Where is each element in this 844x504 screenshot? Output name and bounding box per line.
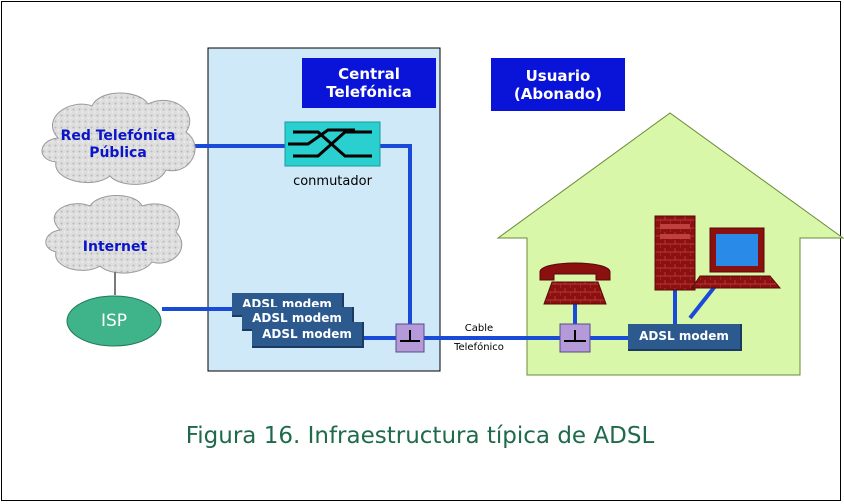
cloud-internet-label: Internet [82,238,148,255]
telephone-icon [539,262,611,305]
cable-label: Cable Telefónico [454,323,504,353]
cloud-pstn-label: Red Telefónica Pública [60,128,176,161]
splitter-home-icon [559,323,591,353]
computer-monitor-icon [691,227,782,289]
figure-caption: Figura 16. Infraestructura típica de ADS… [185,423,655,450]
server-tower-icon [654,215,696,291]
isp-node [66,295,162,347]
switch-label: conmutador [293,174,372,190]
switch-icon [284,121,381,167]
cloud-pstn [41,92,196,185]
splitter-central-icon [395,323,425,353]
adsl-modem-central-3: ADSL modem [252,322,364,348]
cloud-internet [45,195,183,274]
isp-label: ISP [100,310,128,331]
central-office-label: Central Telefónica [302,58,436,108]
adsl-modem-home: ADSL modem [628,324,742,351]
user-label: Usuario (Abonado) [491,58,625,111]
